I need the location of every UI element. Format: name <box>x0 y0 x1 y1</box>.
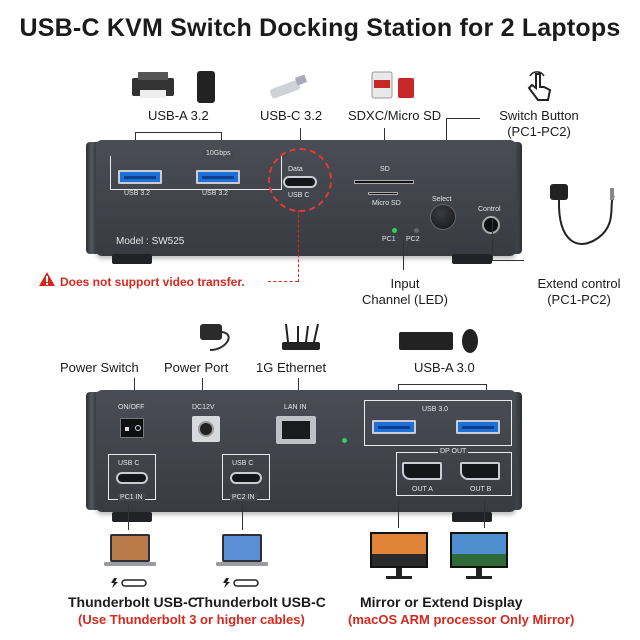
ethernet-led <box>342 438 347 443</box>
display-note: (macOS ARM processor Only Mirror) <box>348 612 575 627</box>
laptop-1-icon <box>102 532 158 572</box>
usb-a-port-2[interactable] <box>196 170 240 184</box>
input-channel-label: Input Channel (LED) <box>362 276 448 307</box>
power-switch-label: Power Switch <box>60 360 139 375</box>
select-button[interactable] <box>430 204 456 230</box>
usb30-port-1[interactable] <box>372 420 416 434</box>
extend-control-label: Extend control (PC1-PC2) <box>537 276 621 307</box>
usbc-highlight-circle <box>268 148 332 212</box>
model-label: Model : SW525 <box>116 236 185 247</box>
thunderbolt-icon-1 <box>110 576 150 588</box>
display-label: Mirror or Extend Display <box>360 594 523 610</box>
monitor-b-icon <box>448 530 510 580</box>
usb-a-port-1[interactable] <box>118 170 162 184</box>
extend-pointer <box>492 218 493 260</box>
sd-card-icon <box>370 70 420 102</box>
ethernet-label: 1G Ethernet <box>256 360 327 375</box>
switch-pointer <box>446 118 480 119</box>
ethernet-port[interactable] <box>276 416 316 444</box>
pc1-usbc-port[interactable] <box>116 472 148 484</box>
thunderbolt-note: (Use Thunderbolt 3 or higher cables) <box>78 612 305 627</box>
keyboard-icon <box>398 330 454 352</box>
power-switch[interactable] <box>120 418 144 438</box>
power-port-label: Power Port <box>164 360 229 375</box>
kvm-front-panel: 10Gbps USB 3.2 USB 3.2 Data USB C SD Mic… <box>96 140 516 256</box>
remote-control-cable-icon <box>548 182 620 262</box>
warning-text: Does not support video transfer. <box>60 275 245 289</box>
switch-button-label: Switch Button (PC1-PC2) <box>499 108 579 139</box>
input-pointer <box>403 240 404 270</box>
usba32-label: USB-A 3.2 <box>148 108 209 123</box>
hand-pointer-icon <box>524 70 554 104</box>
pc2-usbc-port[interactable] <box>230 472 262 484</box>
usb30-port-2[interactable] <box>456 420 500 434</box>
router-icon <box>280 322 322 354</box>
dc-power-port[interactable] <box>192 416 220 442</box>
hard-drive-icon <box>196 70 216 104</box>
usba-bracket <box>135 132 221 133</box>
usb-flash-drive-icon <box>266 72 312 102</box>
dp-out-b[interactable] <box>460 462 500 480</box>
power-adapter-icon <box>196 322 238 354</box>
thunderbolt-label-1: Thunderbolt USB-C <box>68 594 198 610</box>
thunderbolt-icon-2 <box>222 576 262 588</box>
usb-c-data-port[interactable] <box>283 176 317 188</box>
sd-label: SDXC/Micro SD <box>348 108 442 123</box>
printer-icon <box>130 70 176 100</box>
monitor-a-icon <box>368 530 430 580</box>
mouse-icon <box>460 328 480 354</box>
pc2-led <box>414 228 419 233</box>
dp-out-a[interactable] <box>402 462 442 480</box>
pc1-led <box>392 228 397 233</box>
laptop-2-icon <box>214 532 270 572</box>
speed-tag: 10Gbps <box>204 150 233 157</box>
page-title: USB-C KVM Switch Docking Station for 2 L… <box>19 14 621 42</box>
kvm-rear-panel: ON/OFF DC12V LAN IN USB 3.0 DP OUT OUT A… <box>96 390 516 512</box>
microsd-slot[interactable] <box>368 192 398 195</box>
usbc32-label: USB-C 3.2 <box>260 108 323 123</box>
sd-slot[interactable] <box>354 180 414 184</box>
control-jack[interactable] <box>482 216 500 234</box>
thunderbolt-label-2: Thunderbolt USB-C <box>196 594 326 610</box>
usba30-label: USB-A 3.0 <box>414 360 475 375</box>
warning-icon <box>38 271 56 287</box>
